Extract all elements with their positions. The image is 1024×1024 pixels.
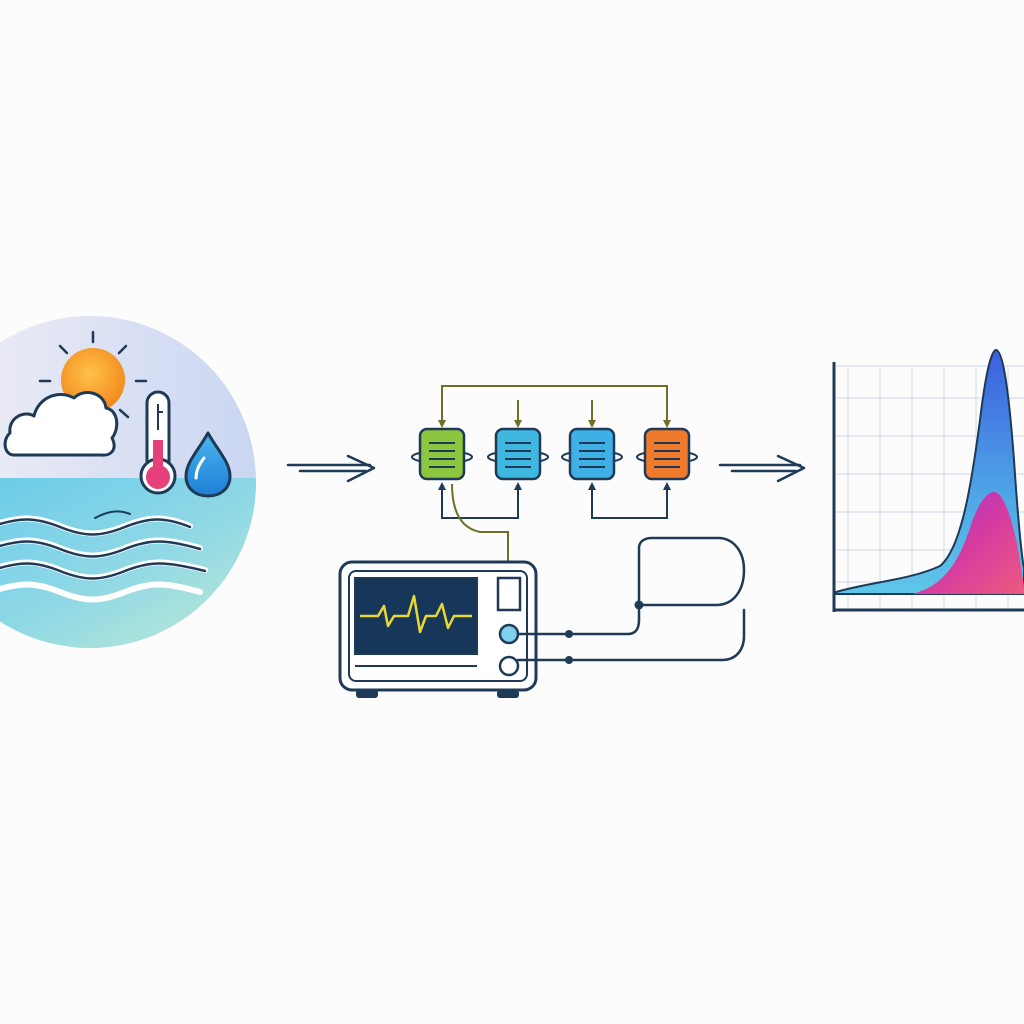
monitor-wiring xyxy=(516,536,746,662)
processing-module-4 xyxy=(636,427,698,481)
cloud-icon xyxy=(3,391,119,457)
monitor-icon xyxy=(338,560,538,698)
heartbeat-icon xyxy=(360,594,472,634)
flow-arrow-2 xyxy=(718,454,806,483)
processing-module-1 xyxy=(411,427,473,481)
processing-module-3 xyxy=(561,427,623,481)
flow-arrow-1 xyxy=(286,454,376,483)
monitor-knob-2[interactable] xyxy=(498,655,520,677)
thermometer-icon xyxy=(139,390,177,495)
waves-icon xyxy=(0,510,208,603)
processing-network xyxy=(411,385,698,578)
chart-icon xyxy=(832,348,1024,612)
processing-module-2 xyxy=(487,427,549,481)
monitor-knob-1[interactable] xyxy=(498,623,520,645)
distribution-curve-inner xyxy=(912,492,1024,594)
environment-panel xyxy=(0,316,256,648)
water-drop-icon xyxy=(184,431,232,498)
